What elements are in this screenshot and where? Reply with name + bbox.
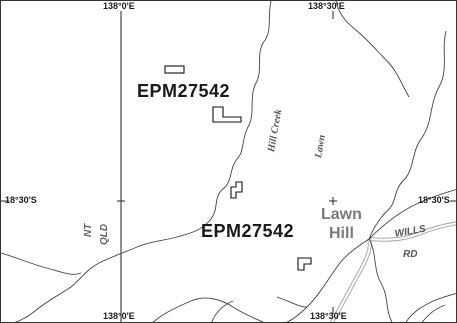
lat-label-left: 18°30'S [5, 195, 37, 205]
lon-label-bottom-right: 138°30'E [310, 311, 347, 321]
town-label-line1: Lawn [321, 206, 362, 223]
graticule-ticks [1, 11, 456, 314]
tenement-label-south: EPM27542 [201, 221, 295, 241]
tenement-block-north [164, 65, 185, 74]
wills-road [329, 221, 456, 322]
town-label-lawn-hill: Lawn Hill [321, 205, 362, 243]
border-label-nt: NT [83, 223, 94, 237]
tenement-block-south [297, 257, 312, 271]
lat-label-right: 18°30'S [418, 195, 450, 205]
border-label-qld: QLD [99, 223, 110, 245]
tenement-block-center [212, 106, 242, 123]
tenement-polygons [164, 65, 312, 271]
lon-label-top-right: 138°30'E [308, 1, 345, 11]
road-label-line2: RD [403, 249, 418, 260]
tenement-label-north: EPM27542 [137, 81, 231, 101]
lon-label-top-left: 138°0'E [103, 1, 135, 11]
lon-label-bottom-left: 138°0'E [103, 311, 135, 321]
town-label-line2: Hill [329, 225, 354, 242]
tenement-block-east [230, 181, 243, 199]
